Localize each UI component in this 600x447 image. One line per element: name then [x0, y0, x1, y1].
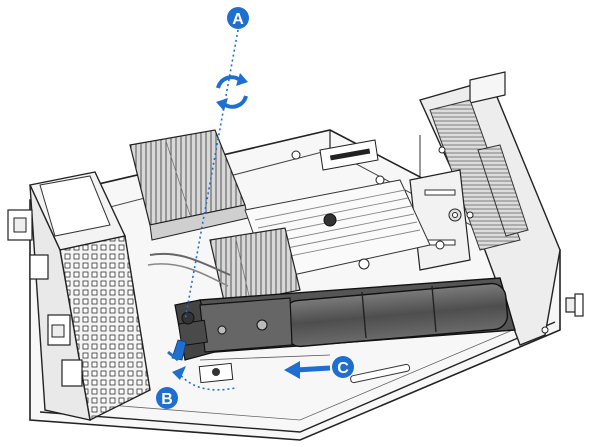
- callout-b-group: B: [156, 339, 236, 409]
- callout-a-leader: [184, 29, 239, 321]
- callout-c-group: C: [284, 356, 354, 379]
- callout-b-badge: B: [156, 387, 178, 409]
- callout-a-label: A: [232, 11, 244, 28]
- battery-module: [174, 277, 516, 384]
- callout-c-badge: C: [332, 356, 354, 378]
- callout-b-label: B: [161, 391, 173, 408]
- callout-a-badge: A: [227, 7, 249, 29]
- pointer-hand-icon: [167, 339, 187, 362]
- lower-heatsink: [147, 227, 301, 306]
- rotate-arrows-icon: [216, 73, 248, 111]
- callout-a-group: A: [184, 7, 249, 321]
- rear-io-bracket: [419, 71, 584, 346]
- perforated-front-panel: [7, 171, 151, 422]
- upper-heatsink: [129, 129, 249, 241]
- arrow-left-icon: [284, 361, 331, 379]
- callout-c-label: C: [337, 360, 349, 377]
